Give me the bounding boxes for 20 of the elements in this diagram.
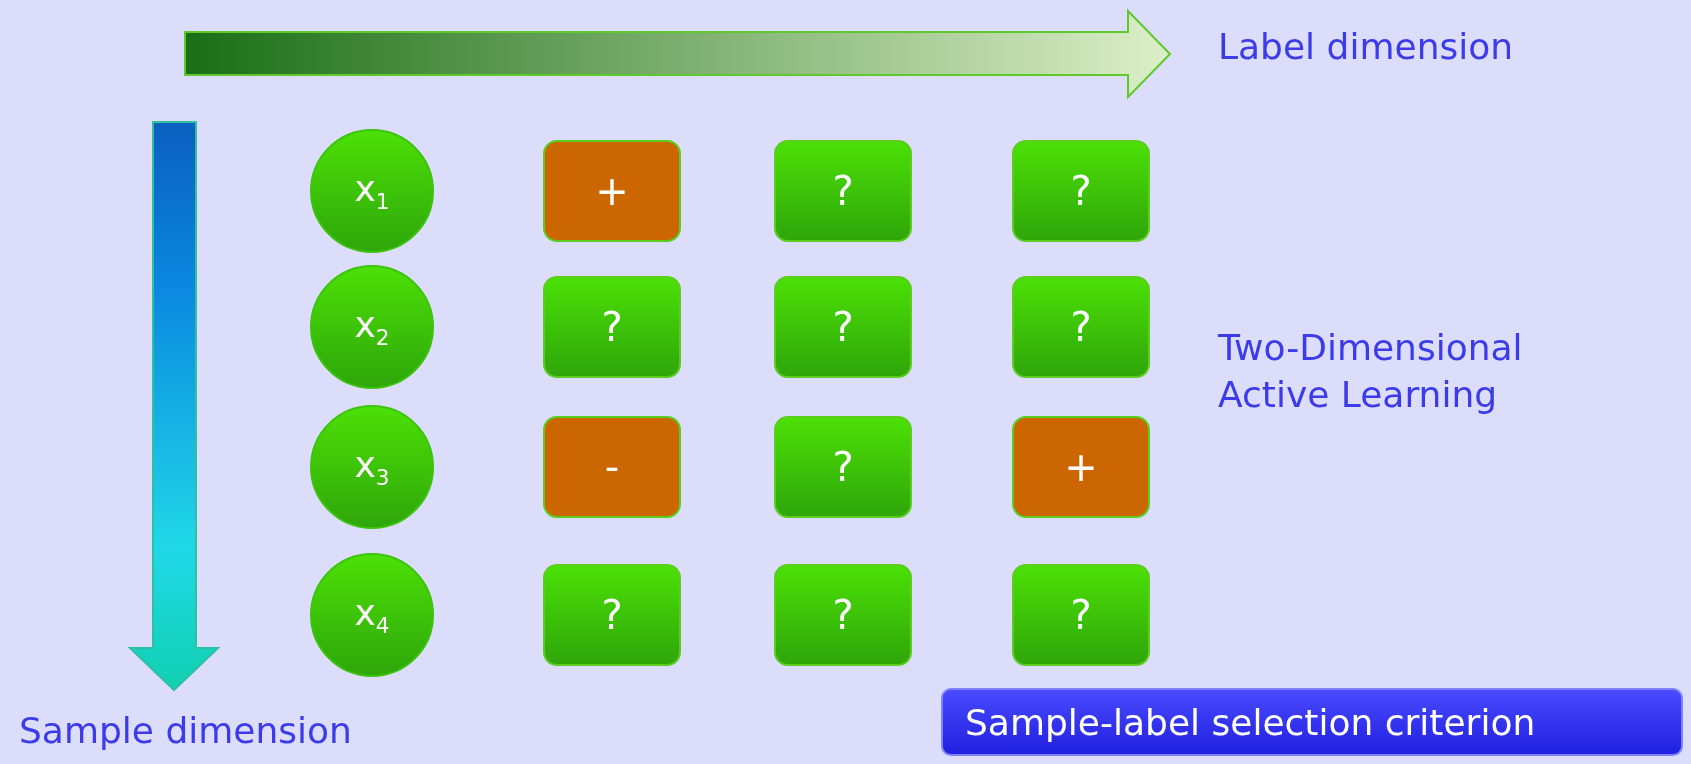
known-label-box: - <box>543 416 681 518</box>
axis-caption: Label dimension <box>1218 25 1515 69</box>
unknown-label-box: ? <box>1012 276 1150 378</box>
unknown-label-box: ? <box>543 276 681 378</box>
axis-caption: Sample dimension <box>19 709 353 753</box>
axis-caption: Two-Dimensional Active Learning <box>1218 326 1524 417</box>
known-label-box: + <box>543 140 681 242</box>
unknown-label-box: ? <box>774 140 912 242</box>
unknown-label-box: ? <box>1012 564 1150 666</box>
sample-circle: x$_{4}$ <box>310 553 434 677</box>
sample-circle: x$_{2}$ <box>310 265 434 389</box>
unknown-label-box: ? <box>1012 140 1150 242</box>
unknown-label-box: ? <box>543 564 681 666</box>
unknown-label-box: ? <box>774 276 912 378</box>
unknown-label-box: ? <box>774 416 912 518</box>
known-label-box: + <box>1012 416 1150 518</box>
sample-circle: x$_{3}$ <box>310 405 434 529</box>
criterion-box: Sample-label selection criterion <box>941 688 1683 756</box>
sample-circle: x$_{1}$ <box>310 129 434 253</box>
unknown-label-box: ? <box>774 564 912 666</box>
